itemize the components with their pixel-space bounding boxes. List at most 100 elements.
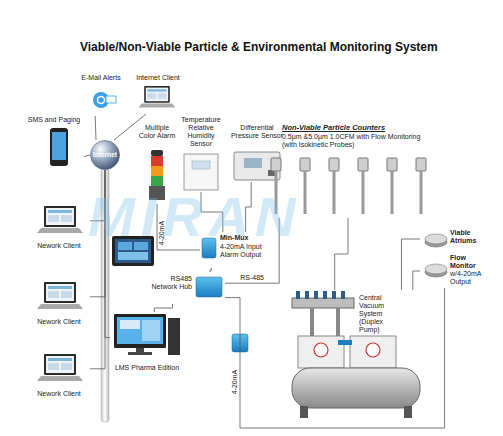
- min-mux: Min-Mux4-20mA Input Alarm Output: [200, 232, 276, 268]
- lms-computer: [114, 314, 180, 355]
- valve: [341, 291, 345, 299]
- screen-panel: [120, 320, 140, 329]
- connector-line: [210, 268, 211, 272]
- atrium-top: [425, 234, 447, 244]
- network-client: Nework Client: [28, 276, 90, 328]
- vacuum-pump: [292, 291, 420, 418]
- node-label: Nework Client: [28, 318, 90, 326]
- tank-foot: [300, 406, 308, 418]
- sms-paging: SMS and Paging: [24, 116, 84, 174]
- connector-line: [154, 304, 172, 312]
- email-icon: [93, 92, 116, 108]
- counter-stem: [391, 171, 394, 214]
- connector-line: [413, 271, 420, 290]
- monitor-stand: [136, 348, 144, 352]
- internet-cloud: Internet: [90, 140, 120, 170]
- tablet-tile: [134, 242, 148, 250]
- monitor-top: [425, 264, 447, 274]
- connector-line: [201, 192, 223, 232]
- tablet-screen: [115, 239, 151, 263]
- gauge: [314, 343, 328, 357]
- at-sign: [98, 97, 105, 104]
- signal-label: 4-20mA: [231, 370, 239, 395]
- pump-unit: [298, 336, 344, 368]
- counter-head: [271, 158, 281, 171]
- phone-body: [50, 128, 68, 166]
- monitor-frame: [114, 314, 166, 348]
- node-label: Viable Atriums: [450, 229, 484, 245]
- sensor-case: [184, 154, 218, 190]
- node-label: Internet Client: [128, 74, 188, 82]
- cloud-sphere: [91, 141, 120, 170]
- phone-icon: [50, 128, 68, 166]
- counter-stem: [304, 171, 307, 214]
- tablet-tile: [118, 252, 148, 260]
- node-label: Differential Pressure Sensor: [228, 124, 286, 140]
- connector-line: [225, 288, 445, 428]
- screen-panel: [142, 320, 160, 341]
- node-subtext: 4-20mA Input Alarm Output: [220, 243, 276, 259]
- alarm-red: [151, 156, 163, 166]
- central-vacuum: Central Vacuum System (Duplex Pump): [285, 290, 427, 424]
- node-label: LMS Pharma Edition: [110, 364, 184, 372]
- pressure-sensor: Differential Pressure Sensor: [228, 124, 286, 182]
- manifold: [292, 298, 354, 308]
- connector-line: [105, 170, 110, 338]
- pressure-sensor: [234, 152, 280, 180]
- valve: [323, 291, 327, 299]
- connector-line: [90, 170, 105, 369]
- flow-monitor: Flow Monitorw/4-20mA Output: [420, 254, 502, 288]
- valve: [332, 291, 336, 299]
- signal-label: 4-20mA: [158, 220, 166, 245]
- counter-stem: [420, 171, 423, 214]
- watermark: MIRAN: [88, 184, 302, 249]
- laptop-icon: [37, 354, 83, 381]
- counter-head: [416, 158, 426, 171]
- monitor-base: [128, 352, 152, 355]
- pipe: [310, 308, 314, 336]
- connector-line: [246, 182, 252, 232]
- tank: [292, 368, 420, 408]
- signal-converter: [232, 334, 248, 352]
- node-label: RS485 Network Hub: [150, 275, 192, 291]
- sensor-display: [244, 158, 262, 168]
- color-alarm: Multiple Color Alarm: [136, 124, 178, 204]
- connector-line: [335, 218, 348, 290]
- laptop-icon: [37, 206, 83, 233]
- connector-line: [157, 204, 200, 250]
- node-label: Temperature Relative Humidity Sensor: [178, 116, 224, 148]
- connector-line: [401, 239, 420, 290]
- node-subtext: 0.5µm &5.0µm 1.0CFM with Flow Monitoring…: [282, 133, 434, 149]
- node-label: Multiple Color Alarm: [136, 124, 178, 140]
- sensor-case: [234, 152, 280, 180]
- node-label: Flow Monitor: [450, 254, 488, 270]
- node-label: Internet: [90, 151, 120, 159]
- laptop-icon: [139, 86, 176, 108]
- node-label: SMS and Paging: [24, 116, 84, 124]
- network-client: Nework Client: [28, 200, 90, 252]
- pump-unit: [350, 336, 396, 368]
- phone-screen: [52, 132, 66, 160]
- network-client: Nework Client: [28, 348, 90, 400]
- counter-head: [358, 158, 368, 171]
- network-hub: RS485 Network Hub: [150, 272, 225, 304]
- tablet-body: [112, 236, 154, 266]
- thermo-sensor: [184, 154, 218, 190]
- connector-line: [90, 170, 105, 221]
- particle-counters: Non-Viable Particle Counters0.5µm &5.0µm…: [262, 124, 434, 218]
- counter-stem: [362, 171, 365, 214]
- valve: [296, 291, 300, 299]
- connector-line: [95, 116, 97, 140]
- counter-stem: [275, 171, 278, 214]
- particle-counters: [271, 158, 426, 214]
- flow-monitor-icon: [425, 264, 447, 277]
- alarm-green: [151, 176, 163, 186]
- laptop-icon: [37, 282, 83, 309]
- pipe: [336, 308, 340, 336]
- viable-atriums: Viable Atriums: [420, 226, 502, 252]
- min-mux-device: [202, 238, 216, 258]
- tank-foot: [404, 406, 412, 418]
